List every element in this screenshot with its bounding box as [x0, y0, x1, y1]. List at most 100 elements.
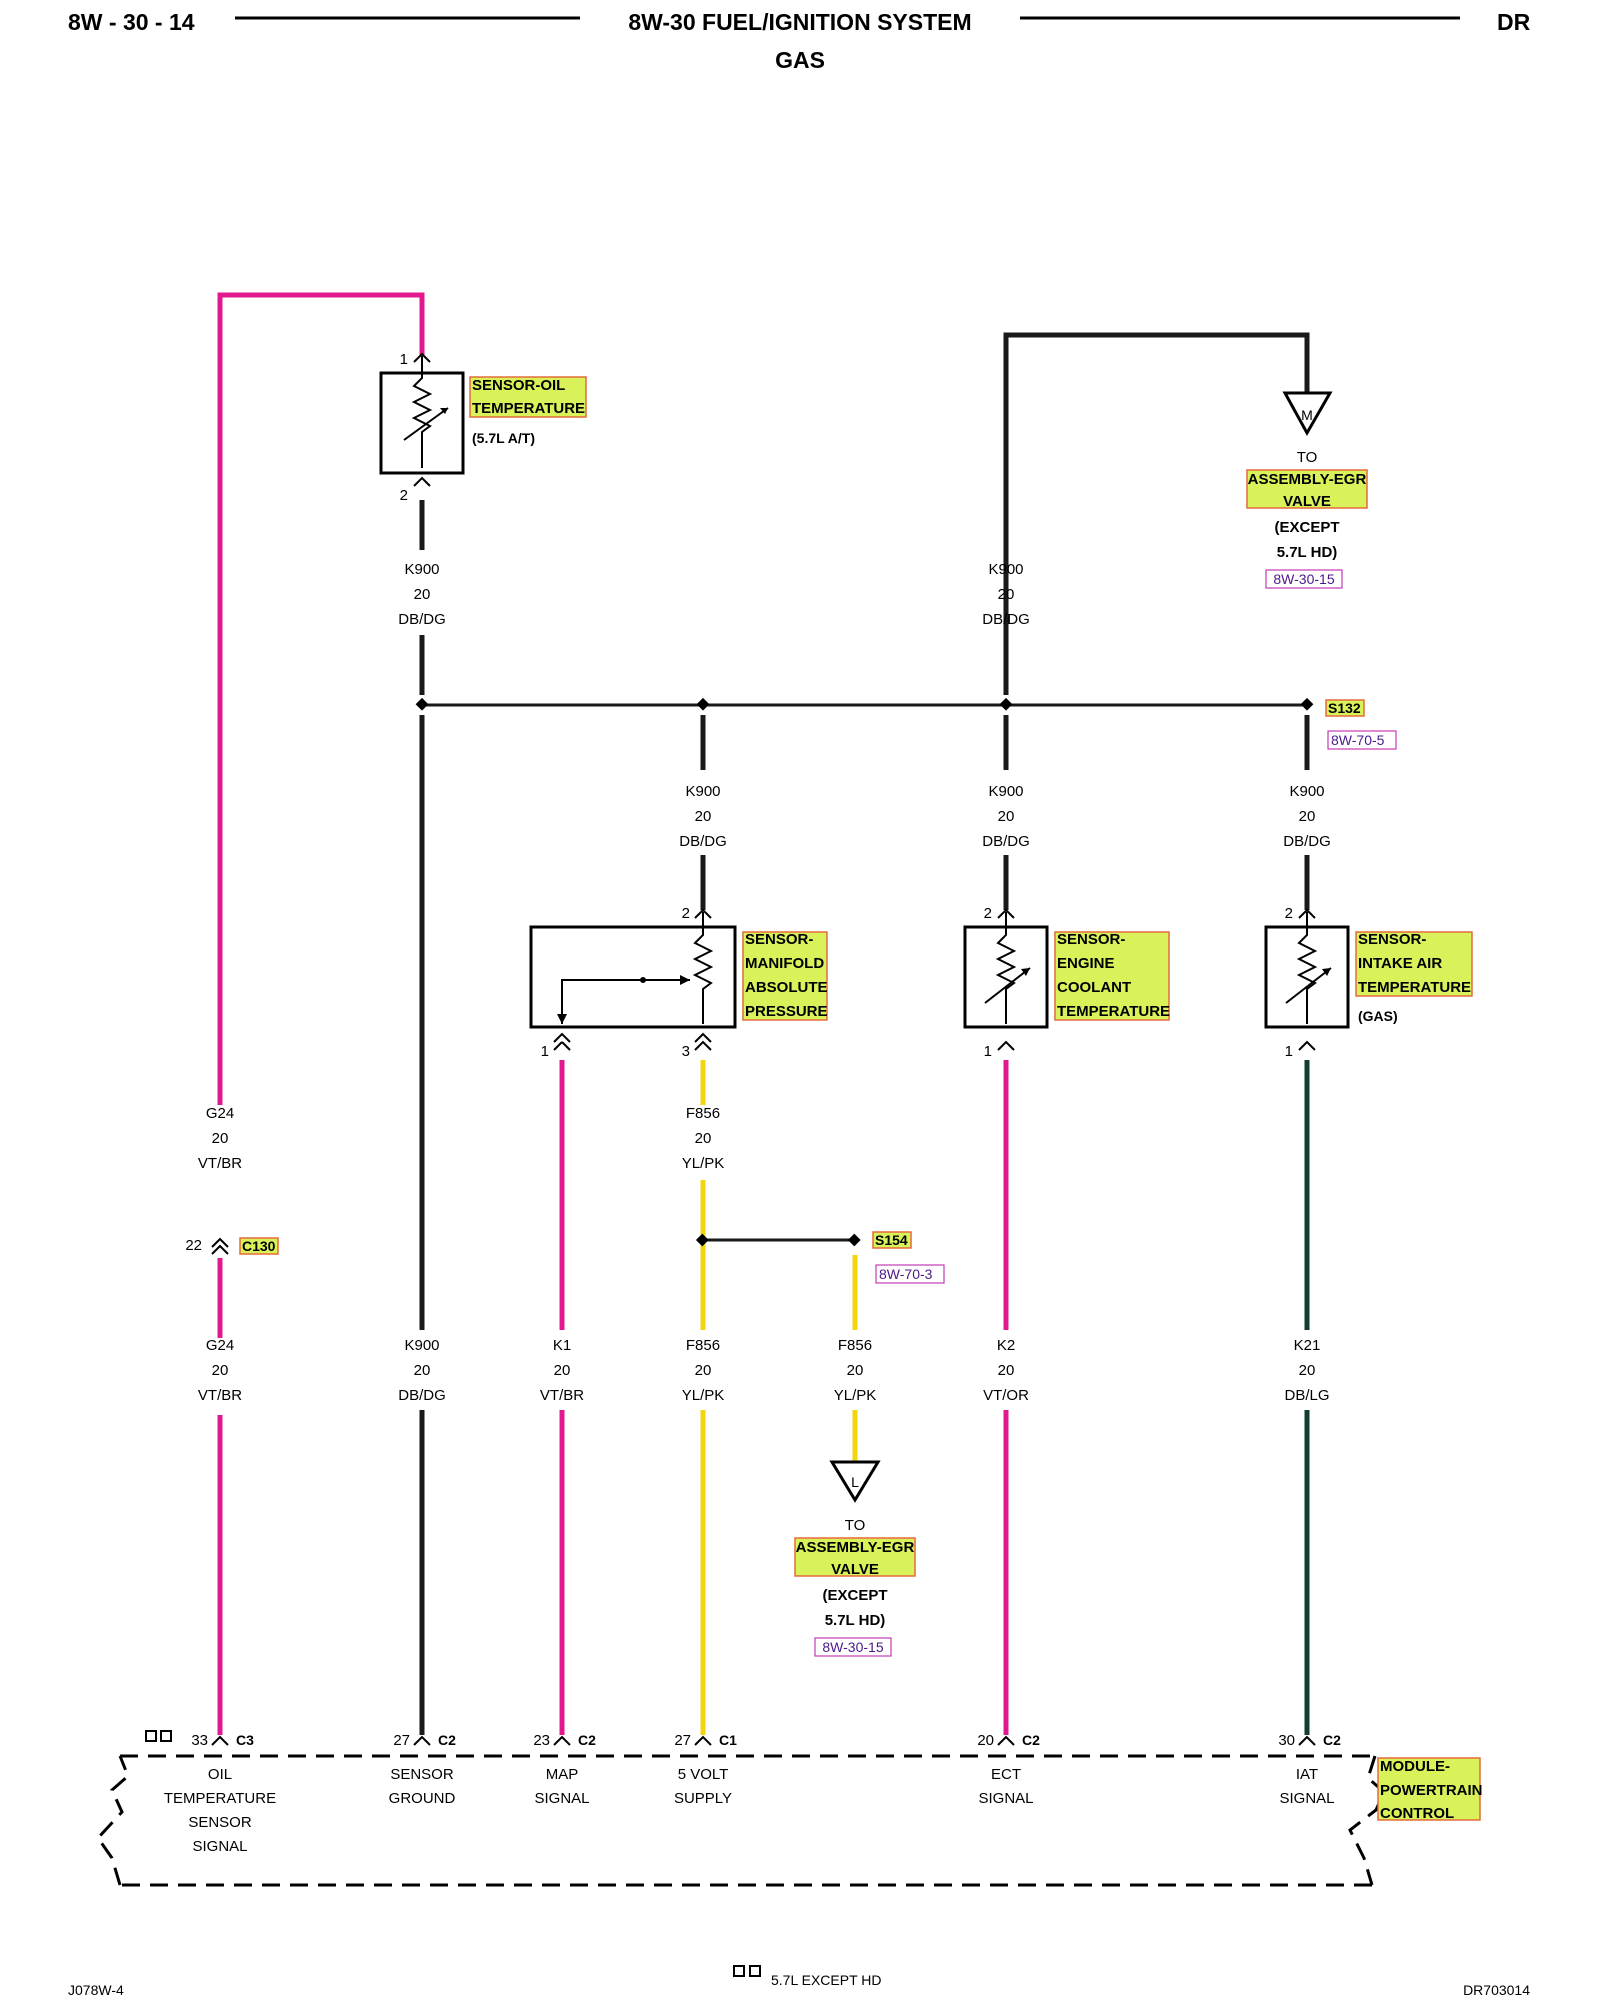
ref-box[interactable]: [1265, 569, 1343, 589]
svg-text:SIGNAL: SIGNAL: [534, 1790, 589, 1807]
component-note: 5.7L HD): [1277, 544, 1338, 561]
ref-box[interactable]: [814, 1637, 892, 1657]
component-label: ABSOLUTE: [745, 979, 828, 996]
svg-text:YL/PK: YL/PK: [682, 1155, 725, 1172]
pin-label: 2: [984, 905, 992, 922]
wire-g24-upper: [217, 292, 425, 1105]
wire-label-g24-lower: G24 20 VT/BR: [198, 1337, 242, 1404]
wire-k900-egr: [1003, 332, 1310, 635]
thermistor-arrow-icon: [403, 407, 449, 441]
svg-text:DB/DG: DB/DG: [398, 611, 446, 628]
svg-text:20: 20: [977, 1732, 994, 1749]
egr-connector-m-icon: [1282, 391, 1333, 437]
component-note: (5.7L A/T): [472, 430, 535, 446]
legend-squares-icon: [145, 1730, 172, 1742]
svg-text:20: 20: [847, 1362, 864, 1379]
iat-sensor: [1264, 908, 1350, 1051]
pin-label: 1: [984, 1043, 992, 1060]
svg-text:G24: G24: [206, 1105, 234, 1122]
svg-text:20: 20: [212, 1362, 229, 1379]
component-label: ENGINE: [1057, 955, 1115, 972]
label-highlight: [1054, 931, 1170, 1021]
component-label: MODULE-: [1380, 1758, 1450, 1775]
svg-text:27: 27: [393, 1732, 410, 1749]
svg-text:F856: F856: [686, 1337, 720, 1354]
thermistor-icon: [995, 908, 1017, 1051]
pcm-pin-0: 33 C3: [191, 1732, 254, 1749]
page-ref-link[interactable]: 8W-30-15: [822, 1639, 883, 1655]
component-label: SENSOR-: [745, 931, 813, 948]
svg-text:ECT: ECT: [991, 1766, 1021, 1783]
component-label: INTAKE AIR: [1358, 955, 1442, 972]
thermistor-icon: [411, 352, 433, 487]
svg-text:K900: K900: [988, 783, 1023, 800]
svg-text:20: 20: [998, 808, 1015, 825]
page-ref-link[interactable]: 8W-70-3: [879, 1266, 933, 1282]
label-highlight: [1377, 1757, 1481, 1821]
component-label: SENSOR-: [1057, 931, 1125, 948]
pin-icon: [553, 1032, 571, 1051]
thermistor-icon: [1296, 908, 1318, 1051]
pin-icon: [694, 1040, 712, 1051]
svg-text:C2: C2: [1022, 1732, 1040, 1748]
pcm-pin-2: 23 C2: [533, 1732, 596, 1749]
component-note: (EXCEPT: [822, 1587, 887, 1604]
page-ref-link[interactable]: 8W-30-15: [1273, 571, 1334, 587]
svg-text:K900: K900: [988, 561, 1023, 578]
svg-text:IAT: IAT: [1296, 1766, 1318, 1783]
svg-text:VT/OR: VT/OR: [983, 1387, 1029, 1404]
wire-label-f856-upper: F856 20 YL/PK: [682, 1105, 725, 1172]
map-wiper-line: [561, 979, 690, 1024]
svg-text:20: 20: [695, 1130, 712, 1147]
component-label: PRESSURE: [745, 1003, 828, 1020]
svg-text:30: 30: [1278, 1732, 1295, 1749]
svg-text:K21: K21: [1294, 1337, 1321, 1354]
pin-label: 1: [541, 1043, 549, 1060]
svg-text:SIGNAL: SIGNAL: [978, 1790, 1033, 1807]
svg-text:F856: F856: [686, 1105, 720, 1122]
component-label: CONTROL: [1380, 1805, 1454, 1822]
component-label: ASSEMBLY-EGR: [796, 1539, 915, 1556]
thermistor-icon: [692, 908, 714, 1043]
pcm-outline: [96, 1754, 1386, 1887]
svg-text:OIL: OIL: [208, 1766, 232, 1783]
pcm-pin-4: 20 C2: [977, 1732, 1040, 1749]
svg-text:20: 20: [414, 1362, 431, 1379]
svg-text:SENSOR: SENSOR: [188, 1814, 252, 1831]
svg-text:DB/LG: DB/LG: [1284, 1387, 1329, 1404]
wire-label-k900-map: K900 20 DB/DG: [679, 783, 727, 850]
svg-text:20: 20: [695, 1362, 712, 1379]
page-code: 8W - 30 - 14: [68, 9, 195, 35]
component-label: POWERTRAIN: [1380, 1782, 1483, 1799]
thermistor-arrow-icon: [984, 967, 1031, 1004]
svg-text:MAP: MAP: [546, 1766, 579, 1783]
page-ref-link[interactable]: 8W-70-5: [1331, 732, 1385, 748]
wire-label-f856-egr: F856 20 YL/PK: [834, 1337, 877, 1404]
pin-label: 2: [400, 487, 408, 504]
svg-text:20: 20: [1299, 1362, 1316, 1379]
pcm-pin-labels: OIL TEMPERATURE SENSOR SIGNAL SENSOR GRO…: [164, 1766, 1335, 1855]
svg-text:DB/DG: DB/DG: [1283, 833, 1331, 850]
splice-label: S154: [875, 1232, 908, 1248]
oil-temperature-sensor: [379, 352, 465, 487]
footer-right-code: DR703014: [1463, 1982, 1530, 1998]
label-highlight: [469, 376, 587, 418]
svg-text:20: 20: [695, 808, 712, 825]
label-highlight: [872, 1231, 912, 1249]
component-label: TEMPERATURE: [1057, 1003, 1170, 1020]
wire-label-f856-lower: F856 20 YL/PK: [682, 1337, 725, 1404]
ref-box[interactable]: [1327, 730, 1397, 750]
svg-text:G24: G24: [206, 1337, 234, 1354]
svg-text:20: 20: [414, 586, 431, 603]
pcm-pin-3: 27 C1: [674, 1732, 737, 1749]
component-note: (EXCEPT: [1274, 519, 1339, 536]
svg-text:K900: K900: [404, 1337, 439, 1354]
svg-text:C3: C3: [236, 1732, 254, 1748]
svg-text:20: 20: [998, 586, 1015, 603]
svg-text:C2: C2: [438, 1732, 456, 1748]
pin-label: 22: [185, 1237, 202, 1254]
ref-box[interactable]: [875, 1264, 945, 1284]
ect-sensor: [963, 908, 1049, 1051]
svg-text:C1: C1: [719, 1732, 737, 1748]
